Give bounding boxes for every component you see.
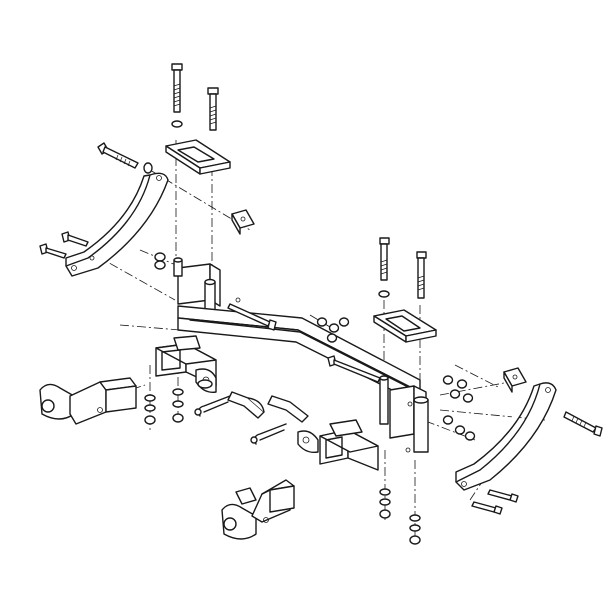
safety-pin	[194, 395, 231, 417]
right-lower-hardware	[379, 488, 421, 545]
left-tow-hook	[39, 377, 137, 425]
left-horizontal-bolt	[227, 303, 277, 331]
right-nuts	[442, 375, 476, 441]
top-right-bolt	[207, 87, 219, 131]
left-lower-bolts	[39, 231, 89, 259]
hitch-pin-right	[267, 395, 309, 423]
center-long-bolt	[327, 355, 381, 383]
right-side-arm	[455, 382, 557, 491]
right-tow-hook	[221, 479, 295, 540]
right-top-bolt-1	[378, 237, 390, 298]
right-top-bolt-2	[416, 251, 427, 299]
right-lower-bolts	[471, 489, 519, 515]
right-upper-bolt	[563, 411, 603, 437]
left-nuts	[154, 252, 166, 270]
right-tow-tab	[297, 430, 319, 454]
left-clamp-plate	[165, 139, 231, 175]
left-mount-tower	[173, 257, 241, 313]
left-side-arm	[65, 172, 169, 277]
right-receiver-tube	[319, 419, 379, 471]
right-clamp-plate	[373, 309, 437, 343]
center-nuts	[316, 317, 350, 343]
spring-clip	[197, 379, 213, 389]
hitch-pin-left	[227, 391, 265, 419]
left-square-spacer	[231, 209, 255, 235]
lower-safety-pin	[250, 423, 287, 445]
right-mount-tower	[379, 375, 429, 453]
left-lower-hardware	[144, 388, 184, 425]
right-square-spacer	[503, 367, 527, 393]
left-upper-bolt	[97, 142, 153, 174]
top-left-bolt	[171, 63, 183, 128]
